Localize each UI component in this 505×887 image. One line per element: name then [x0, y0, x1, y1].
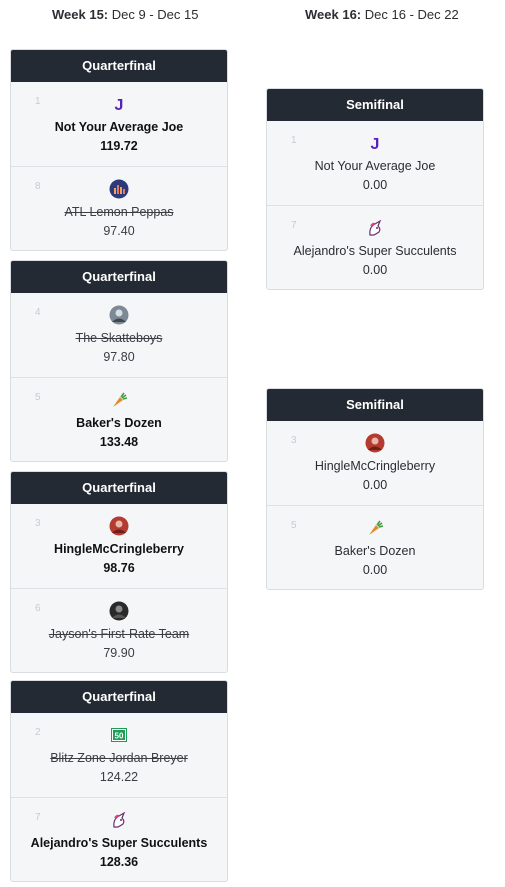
team-name[interactable]: Alejandro's Super Succulents	[293, 244, 457, 258]
team-score: 124.22	[99, 770, 139, 784]
red-avatar-logo-icon	[109, 516, 129, 536]
matchup-team-slot[interactable]: 7 Alejandro's Super Succulents 128.36	[11, 797, 227, 881]
semifinal-header: Semifinal	[267, 89, 483, 121]
team-score: 128.36	[99, 855, 139, 869]
matchup-team-slot[interactable]: 8 ATL Lemon Peppas 97.40	[11, 166, 227, 250]
semifinal-card[interactable]: Semifinal 1 J Not Your Average Joe 0.00 …	[266, 88, 484, 290]
quarterfinal-header: Quarterfinal	[11, 681, 227, 713]
quarterfinal-header: Quarterfinal	[11, 50, 227, 82]
logo-letter: J	[371, 136, 380, 153]
matchup-team-slot[interactable]: 3 HingleMcCringleberry 98.76	[11, 504, 227, 588]
team-name[interactable]: HingleMcCringleberry	[314, 459, 436, 473]
week-range: Dec 9 - Dec 15	[111, 7, 199, 22]
team-seed: 3	[291, 435, 297, 446]
team-score: 98.76	[103, 561, 135, 575]
team-seed: 2	[35, 727, 41, 738]
week-16-header: Week 16: Dec 16 - Dec 22	[305, 7, 459, 22]
team-seed: 5	[35, 392, 41, 403]
semifinal-header: Semifinal	[267, 389, 483, 421]
team-score: 0.00	[362, 478, 388, 492]
team-seed: 6	[35, 603, 41, 614]
week-15-header: Week 15: Dec 9 - Dec 15	[52, 7, 198, 22]
matchup-team-slot[interactable]: 7 Alejandro's Super Succulents 0.00	[267, 205, 483, 289]
team-score: 0.00	[362, 563, 388, 577]
quarterfinal-card[interactable]: Quarterfinal 4 The Skatteboys 97.80 5 Ba…	[10, 260, 228, 462]
unicorn-logo-icon	[113, 811, 126, 828]
yard-marker-logo-icon: 50	[111, 728, 127, 742]
week-label: Week 15:	[52, 7, 109, 22]
team-seed: 1	[291, 135, 297, 146]
team-seed: 1	[35, 96, 41, 107]
team-score: 0.00	[362, 178, 388, 192]
team-name[interactable]: Alejandro's Super Succulents	[30, 836, 208, 850]
carrot-logo-icon	[369, 520, 384, 535]
team-name[interactable]: Not Your Average Joe	[54, 120, 184, 134]
team-score: 79.90	[103, 646, 135, 660]
team-score: 133.48	[99, 435, 139, 449]
team-name[interactable]: Blitz Zone Jordan Breyer	[50, 751, 188, 765]
team-seed: 5	[291, 520, 297, 531]
team-score: 0.00	[362, 263, 388, 277]
team-seed: 3	[35, 518, 41, 529]
player-photo-logo-icon	[109, 305, 129, 325]
team-score: 119.72	[100, 139, 138, 153]
matchup-team-slot[interactable]: 2 50 Blitz Zone Jordan Breyer 124.22	[11, 713, 227, 797]
quarterfinal-header: Quarterfinal	[11, 472, 227, 504]
city-skyline-logo-icon	[109, 179, 129, 199]
unicorn-logo-icon	[369, 219, 382, 236]
carrot-logo-icon	[113, 392, 128, 407]
red-avatar-logo-icon	[365, 433, 385, 453]
matchup-team-slot[interactable]: 5 Baker's Dozen 133.48	[11, 377, 227, 461]
letter-j-logo-icon: J	[115, 97, 124, 114]
letter-j-logo-icon: J	[371, 136, 380, 153]
team-seed: 7	[291, 220, 297, 231]
logo-letter: J	[115, 97, 124, 114]
quarterfinal-card[interactable]: Quarterfinal 3 HingleMcCringleberry 98.7…	[10, 471, 228, 673]
matchup-team-slot[interactable]: 3 HingleMcCringleberry 0.00	[267, 421, 483, 505]
team-seed: 8	[35, 181, 41, 192]
matchup-team-slot[interactable]: 1 J Not Your Average Joe 0.00	[267, 121, 483, 205]
team-name[interactable]: Jayson's First-Rate Team	[48, 627, 190, 641]
quarterfinal-card[interactable]: Quarterfinal 2 50 Blitz Zone Jordan Brey…	[10, 680, 228, 882]
team-seed: 4	[35, 307, 41, 318]
dark-avatar-logo-icon	[109, 601, 129, 621]
team-score: 97.40	[103, 224, 135, 238]
team-name[interactable]: HingleMcCringleberry	[54, 542, 184, 556]
logo-number: 50	[115, 732, 124, 741]
week-range: Dec 16 - Dec 22	[364, 7, 459, 22]
quarterfinal-card[interactable]: Quarterfinal 1 J Not Your Average Joe 11…	[10, 49, 228, 251]
team-name[interactable]: Not Your Average Joe	[314, 159, 436, 173]
matchup-team-slot[interactable]: 4 The Skatteboys 97.80	[11, 293, 227, 377]
team-seed: 7	[35, 812, 41, 823]
semifinal-card[interactable]: Semifinal 3 HingleMcCringleberry 0.00 5 …	[266, 388, 484, 590]
team-name[interactable]: ATL Lemon Peppas	[64, 205, 174, 219]
matchup-team-slot[interactable]: 5 Baker's Dozen 0.00	[267, 505, 483, 589]
team-name[interactable]: Baker's Dozen	[334, 544, 416, 558]
team-name[interactable]: The Skatteboys	[75, 331, 163, 345]
quarterfinal-header: Quarterfinal	[11, 261, 227, 293]
team-score: 97.80	[103, 350, 135, 364]
matchup-team-slot[interactable]: 1 J Not Your Average Joe 119.72	[11, 82, 227, 166]
week-label: Week 16:	[305, 7, 362, 22]
matchup-team-slot[interactable]: 6 Jayson's First-Rate Team 79.90	[11, 588, 227, 672]
team-name[interactable]: Baker's Dozen	[76, 416, 162, 430]
